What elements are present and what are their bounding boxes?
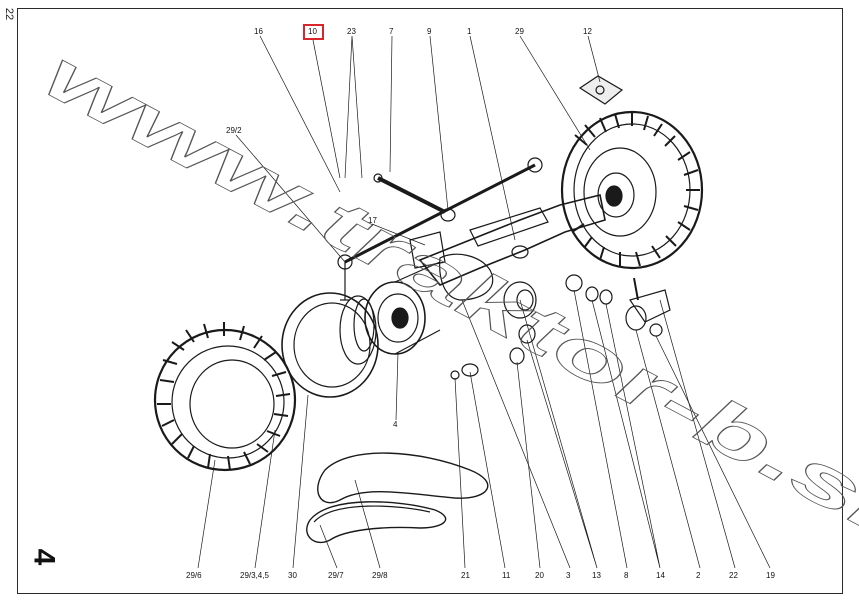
callout-label: 9 [427,27,432,36]
leader-lines [197,35,771,569]
left-rim [281,292,379,398]
callout-label: 29/6 [186,571,202,580]
watermark: www.traktor-b.sk [33,34,859,566]
callout-label: 17 [368,216,377,225]
callout-label: 30 [288,571,297,580]
callout-label: 1 [467,27,472,36]
callout-label: 21 [461,571,470,580]
left-tire [153,322,297,472]
right-tire [560,110,704,270]
bracket [340,231,446,301]
callout-label: 29/2 [226,126,242,135]
wheel-hub [364,261,441,355]
tie-rod [337,157,543,270]
callout-label: 2 [696,571,701,580]
callout-label: 16 [254,27,263,36]
callout-label: 29/8 [372,571,388,580]
inner-tubes [306,452,489,544]
watermark-text: www.traktor-b.sk [33,34,859,565]
callout-label: 29 [515,27,524,36]
callout-label: 29/3,4,5 [240,571,269,580]
callout-label: 20 [535,571,544,580]
callout-label: 4 [393,420,398,429]
callout-label: 7 [389,27,394,36]
callout-label: 3 [566,571,571,580]
callout-label: 29/7 [328,571,344,580]
callout-label: 13 [592,571,601,580]
callout-label: 22 [729,571,738,580]
callout-label: 19 [766,571,775,580]
diagram-frame [17,8,843,594]
callout-label: 12 [583,27,592,36]
right-small-parts [565,75,671,337]
axle-housing [418,194,606,301]
figure-number: 4 [27,548,61,566]
callout-label: 14 [656,571,665,580]
callout-label: 23 [347,27,356,36]
callout-label: 8 [624,571,629,580]
callout-label: 11 [502,571,511,580]
callout-highlight-box [303,24,324,40]
callout-label-highlighted: 10 [308,27,317,36]
